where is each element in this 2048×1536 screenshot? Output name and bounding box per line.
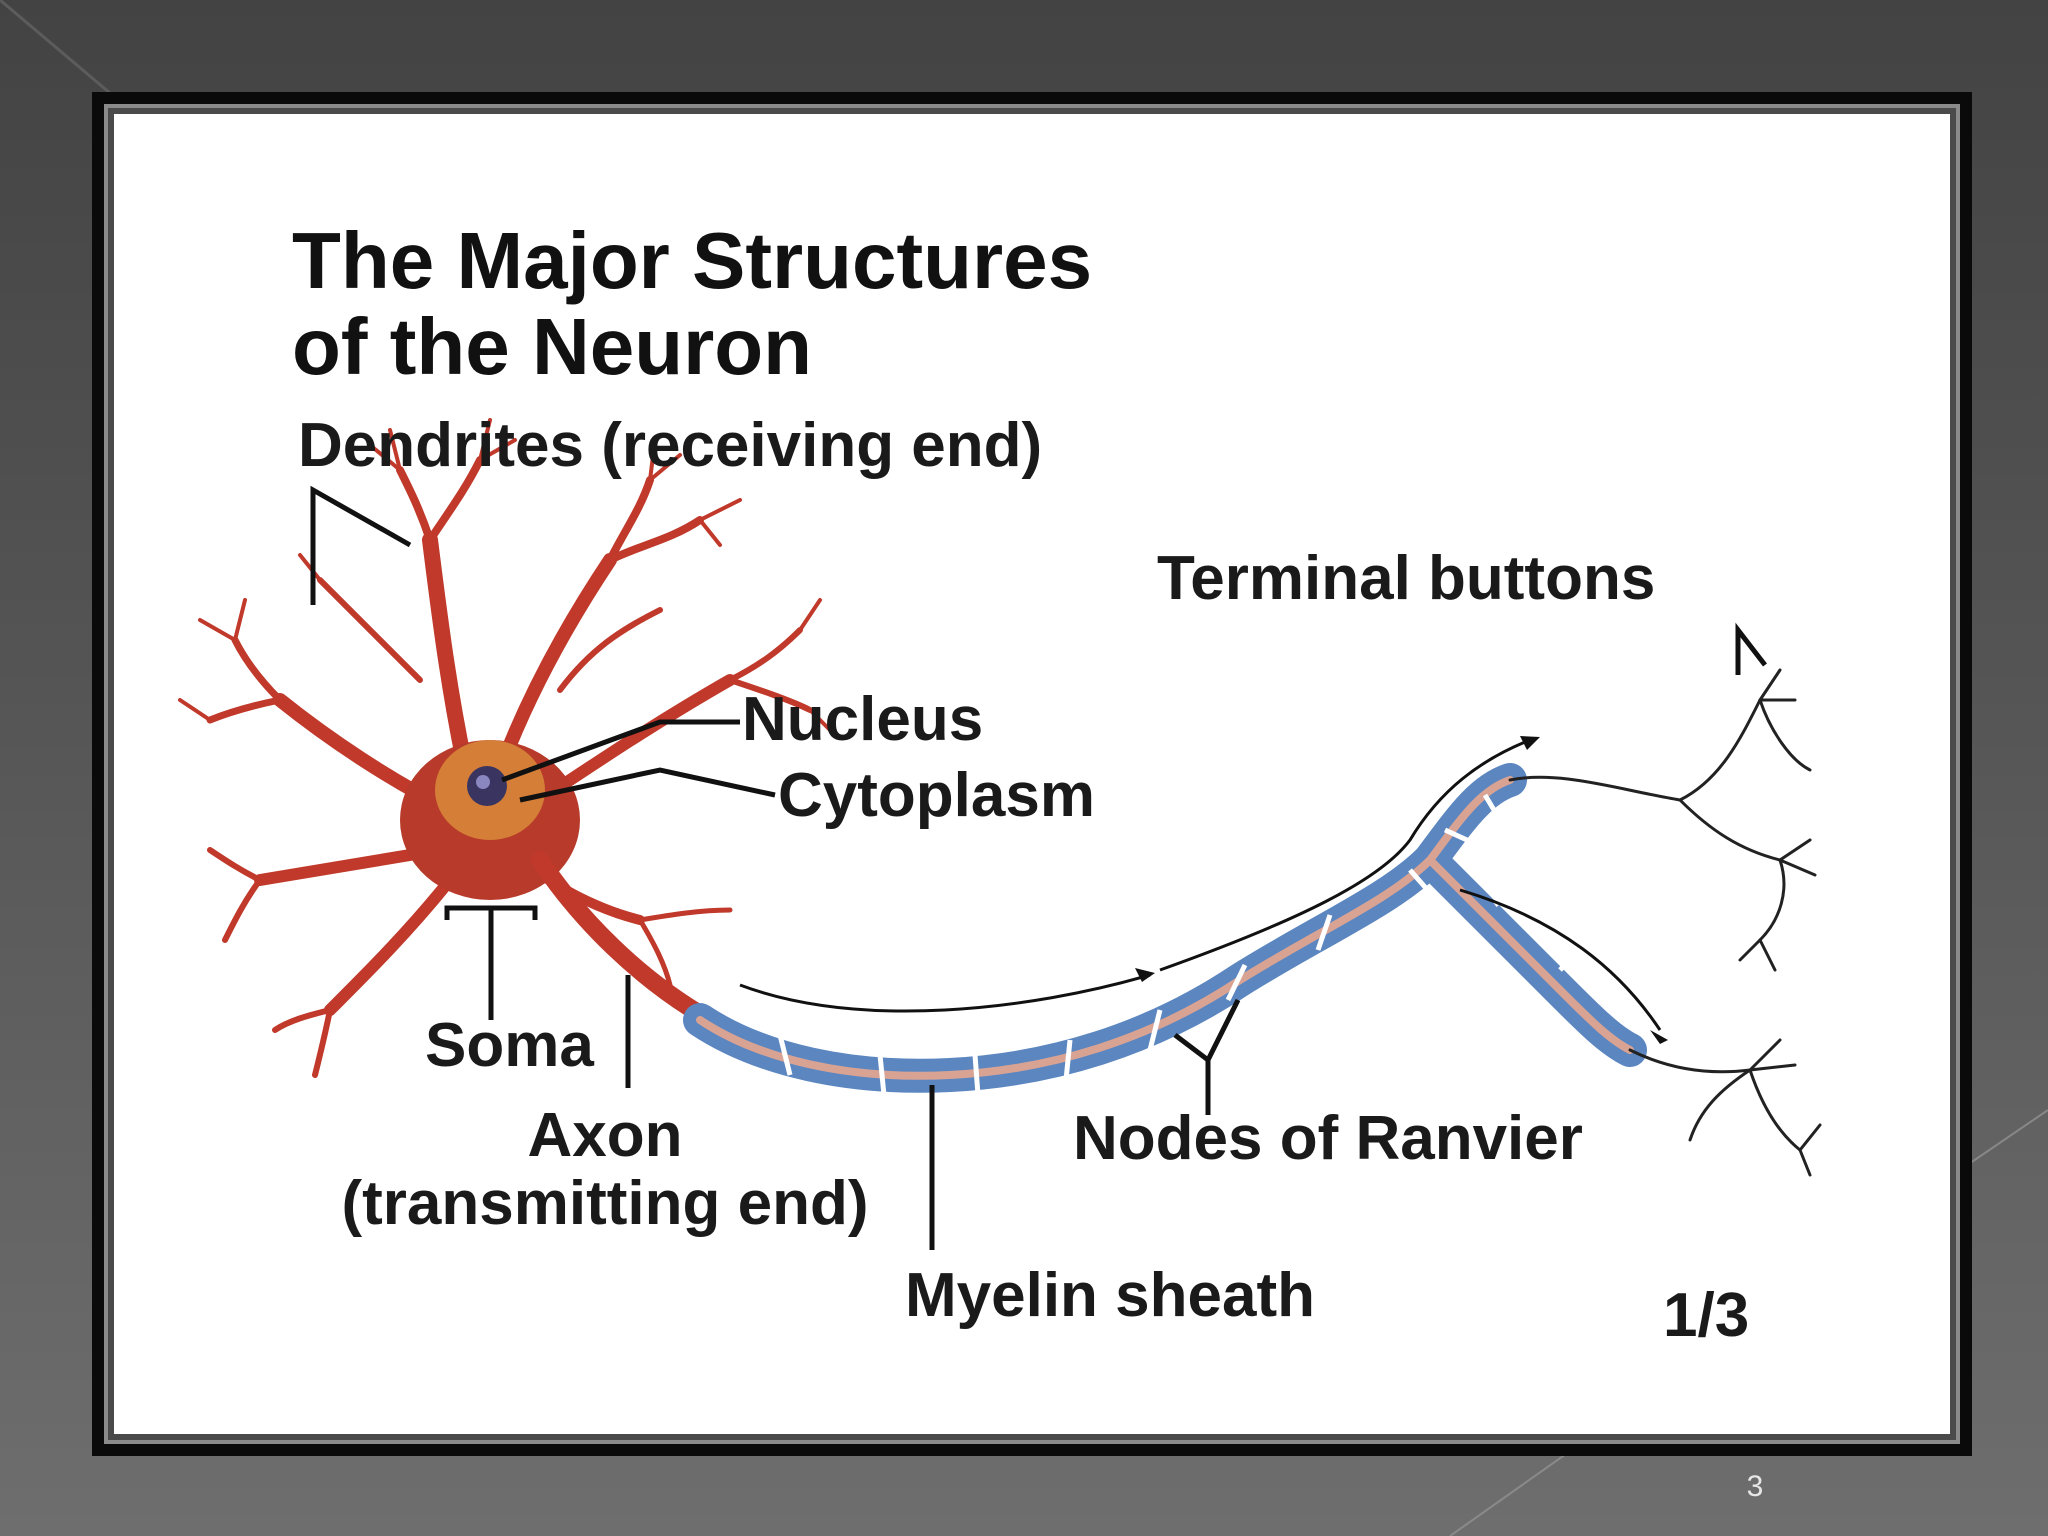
label-nucleus: Nucleus <box>742 685 984 754</box>
title-line-2: of the Neuron <box>292 302 812 391</box>
label-axon-line-2: (transmitting end) <box>341 1169 869 1238</box>
terminal-branches <box>1508 668 1822 1177</box>
label-axon-line-1: Axon <box>527 1101 683 1170</box>
arrow-heads <box>1135 736 1668 1044</box>
label-dendrites: Dendrites (receiving end) <box>298 411 1043 480</box>
node-gaps <box>777 793 1582 1096</box>
label-soma: Soma <box>425 1011 594 1080</box>
label-nodes-of-ranvier: Nodes of Ranvier <box>1073 1104 1583 1173</box>
signal-arrows <box>739 738 1662 1031</box>
leader-lines <box>310 485 1767 1250</box>
figure-number: 1/3 <box>1663 1281 1750 1350</box>
axon-hillock <box>531 851 719 1029</box>
label-cytoplasm: Cytoplasm <box>778 761 1095 830</box>
diagram-title: The Major Structures of the Neuron <box>292 218 1092 390</box>
nucleolus <box>476 775 490 789</box>
label-myelin-sheath: Myelin sheath <box>905 1261 1315 1330</box>
title-line-1: The Major Structures <box>292 216 1093 305</box>
axon-core <box>696 776 1634 1080</box>
slide-number: 3 <box>1746 1470 1764 1503</box>
label-terminal-buttons: Terminal buttons <box>1157 544 1656 613</box>
label-axon: Axon (transmitting end) <box>290 1102 920 1238</box>
